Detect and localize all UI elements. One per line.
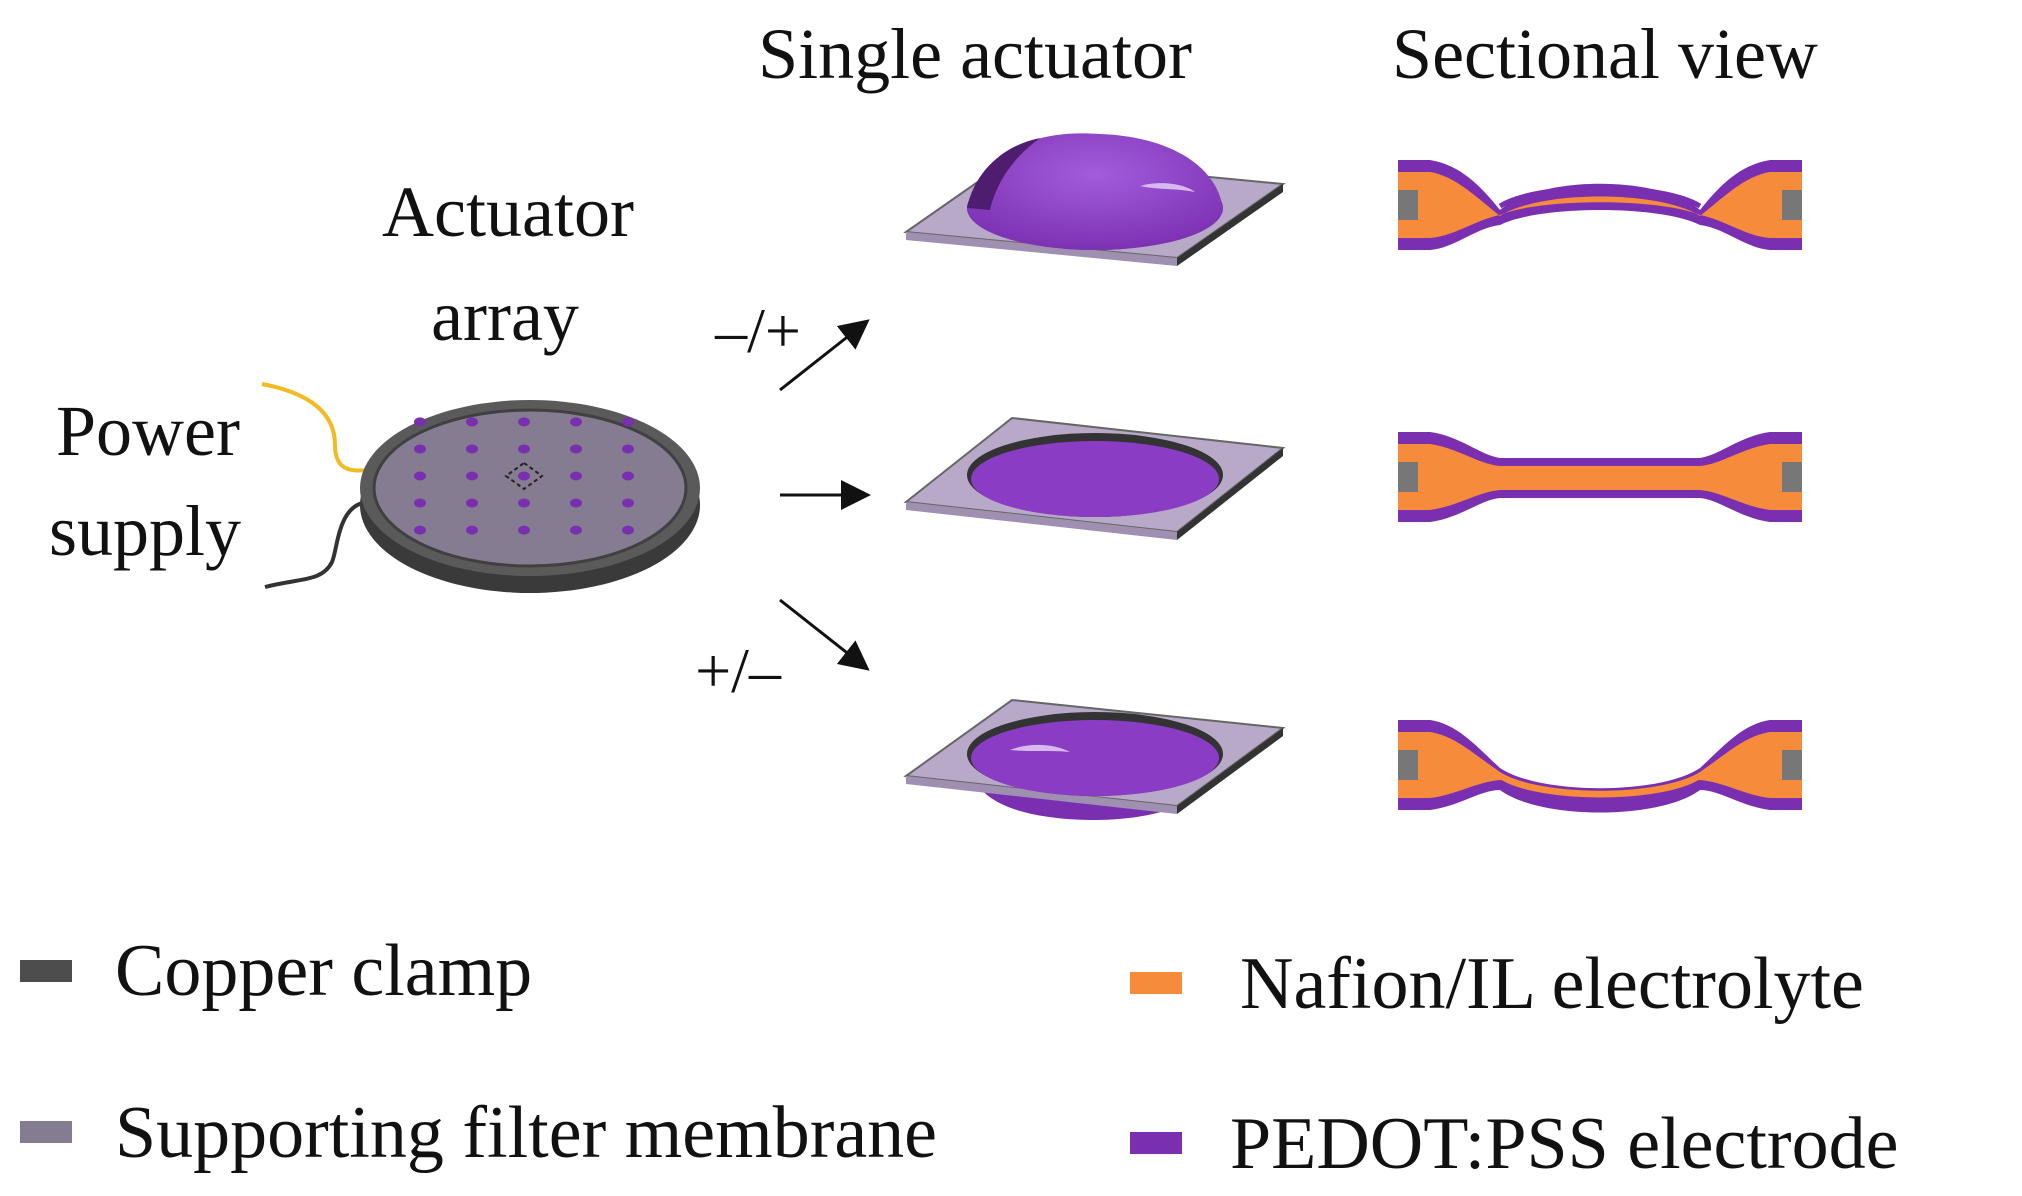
- actuator-dot: [570, 417, 582, 427]
- actuator-dot: [622, 417, 634, 427]
- legend-swatch-nafion: [1130, 972, 1182, 994]
- actuator-dot-grid: [414, 417, 634, 535]
- actuator-dot: [466, 471, 478, 481]
- actuator-dot: [466, 444, 478, 454]
- actuator-dot: [518, 444, 530, 454]
- label-actuator-line2: array: [431, 276, 579, 356]
- actuator-dot: [414, 417, 426, 427]
- actuator-dot: [622, 471, 634, 481]
- single-actuator-up: [903, 133, 1286, 266]
- label-actuator-line1: Actuator: [382, 172, 634, 252]
- actuator-array-disc: [360, 400, 700, 593]
- actuator-dot: [414, 525, 426, 535]
- single-actuator-flat: [903, 416, 1286, 540]
- actuator-dot: [414, 471, 426, 481]
- actuator-dot: [570, 525, 582, 535]
- selected-actuator-marker: [504, 461, 544, 491]
- power-wire-dark: [264, 500, 371, 589]
- actuator-dot: [622, 525, 634, 535]
- actuator-dot: [622, 498, 634, 508]
- legend-label-nafion: Nafion/IL electrolyte: [1240, 943, 1864, 1025]
- actuator-dot: [570, 444, 582, 454]
- actuator-dot: [414, 444, 426, 454]
- polarity-down-label: +/–: [695, 635, 782, 706]
- actuator-dot: [466, 525, 478, 535]
- actuator-dot: [414, 498, 426, 508]
- header-sectional-view: Sectional view: [1392, 14, 1818, 94]
- legend-label-pedot: PEDOT:PSS electrode: [1230, 1103, 1898, 1185]
- legend-swatch-copper-clamp: [20, 960, 72, 982]
- sectional-view-flat: [1398, 432, 1802, 522]
- polarity-up-label: –/+: [714, 295, 801, 366]
- power-wire-yellow: [261, 382, 369, 473]
- actuator-dot: [466, 498, 478, 508]
- actuator-dot: [518, 471, 530, 481]
- actuator-dot: [622, 444, 634, 454]
- legend-label-filter-membrane: Supporting filter membrane: [115, 1092, 937, 1174]
- actuator-dot: [570, 471, 582, 481]
- actuator-dot: [570, 498, 582, 508]
- sectional-view-down: [1398, 720, 1802, 813]
- header-single-actuator: Single actuator: [758, 14, 1192, 94]
- legend-swatch-pedot: [1130, 1132, 1182, 1154]
- actuator-dot: [466, 417, 478, 427]
- legend: Copper clamp Supporting filter membrane …: [20, 930, 1898, 1185]
- legend-swatch-filter-membrane: [20, 1121, 72, 1143]
- legend-label-copper-clamp: Copper clamp: [115, 930, 532, 1012]
- actuator-dot: [518, 417, 530, 427]
- arrow-down: [779, 598, 870, 671]
- label-power-line2: supply: [49, 491, 241, 571]
- label-power-line1: Power: [56, 391, 240, 471]
- arrow-up: [779, 319, 870, 392]
- sectional-view-up: [1398, 160, 1802, 250]
- actuator-dot: [518, 498, 530, 508]
- single-actuator-down: [903, 698, 1286, 820]
- actuator-dot: [518, 525, 530, 535]
